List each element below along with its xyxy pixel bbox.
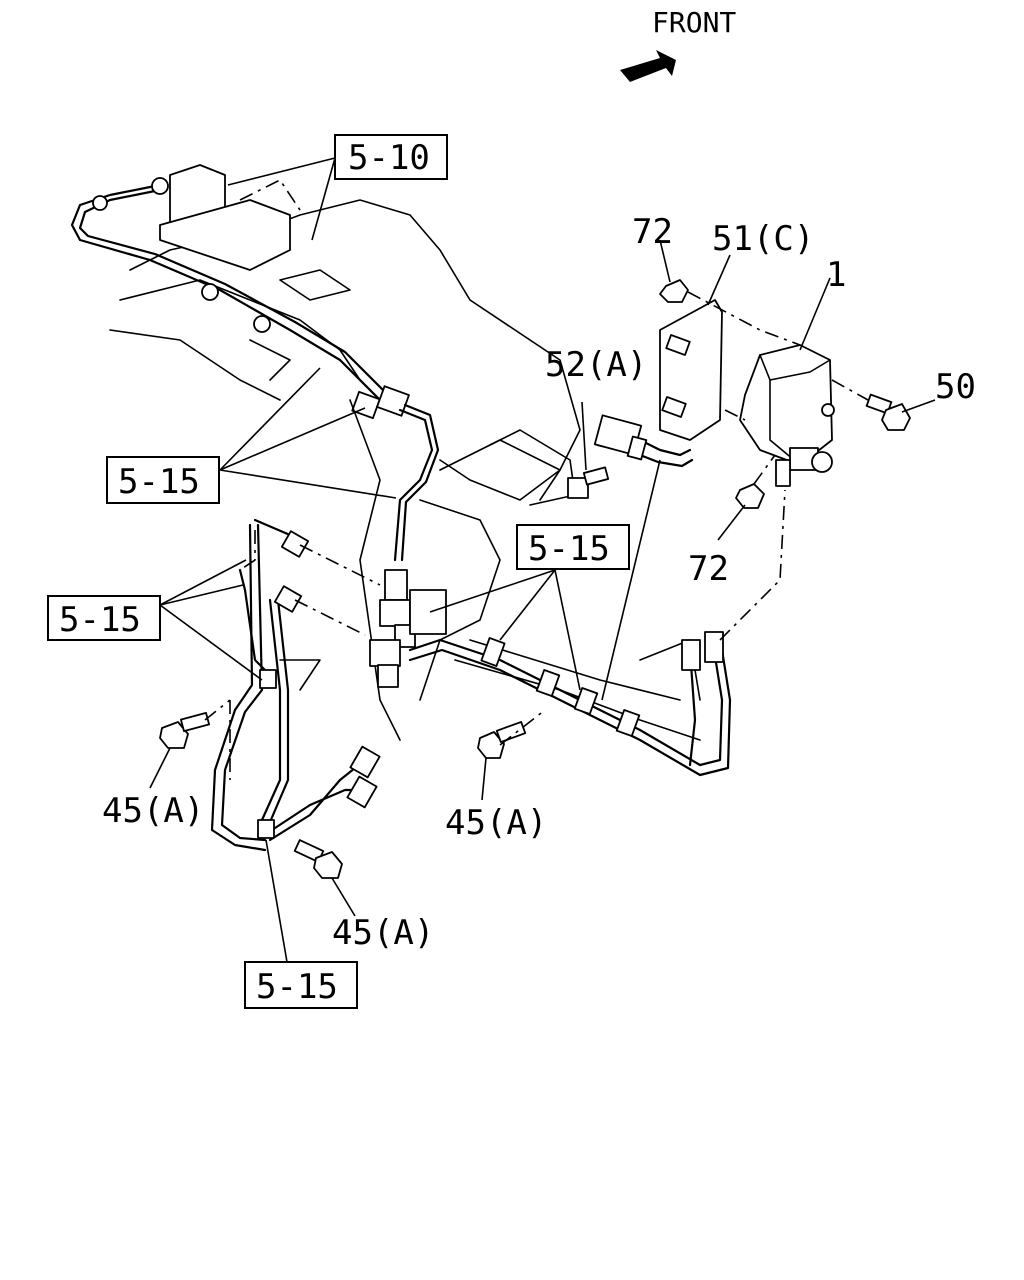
bolt-52a-icon bbox=[567, 466, 610, 499]
callout-45a-mid: 45(A) bbox=[445, 803, 547, 843]
nut-72-top-icon bbox=[659, 279, 689, 303]
front-label: FRONT bbox=[652, 6, 736, 39]
bolt-50-icon bbox=[865, 393, 911, 431]
ref-box-5-15-bottom-label: 5-15 bbox=[256, 967, 338, 1007]
bolt-45a-left-icon bbox=[159, 711, 211, 749]
ref-box-5-15-upper-left[interactable]: 5-15 bbox=[106, 456, 220, 504]
pipe-52a bbox=[593, 414, 694, 468]
callout-45a-left: 45(A) bbox=[102, 791, 204, 831]
tank-bracket bbox=[159, 164, 301, 271]
front-arrow-icon bbox=[620, 50, 676, 82]
ref-box-5-15-center[interactable]: 5-15 bbox=[516, 524, 630, 570]
callout-1: 1 bbox=[826, 255, 846, 295]
bolt-45a-mid-icon bbox=[477, 721, 527, 759]
callout-45a-bottom: 45(A) bbox=[332, 913, 434, 953]
ref-box-5-15-left-label: 5-15 bbox=[59, 600, 141, 640]
module-assembly-1 bbox=[739, 344, 835, 487]
callout-52a: 52(A) bbox=[545, 345, 647, 385]
leader-lines bbox=[149, 157, 936, 963]
bracket-51c bbox=[659, 299, 723, 441]
bolt-45a-bottom-icon bbox=[293, 839, 343, 879]
ref-box-5-10[interactable]: 5-10 bbox=[334, 134, 448, 180]
tee-fitting-center bbox=[369, 569, 447, 688]
callout-72-bottom: 72 bbox=[688, 549, 729, 589]
ref-box-5-15-center-label: 5-15 bbox=[528, 529, 610, 569]
callout-50: 50 bbox=[935, 367, 976, 407]
ref-box-5-15-bottom[interactable]: 5-15 bbox=[244, 961, 358, 1009]
brake-pipe-lower-right bbox=[408, 489, 786, 777]
brake-pipe-upper bbox=[70, 177, 387, 402]
callout-51c: 51(C) bbox=[712, 219, 814, 259]
frame-crossmember-center bbox=[349, 399, 701, 741]
nut-72-bottom-icon bbox=[735, 483, 765, 509]
ref-box-5-15-left[interactable]: 5-15 bbox=[47, 595, 161, 641]
brake-pipe-left bbox=[210, 518, 381, 852]
ref-box-5-10-label: 5-10 bbox=[348, 138, 430, 178]
upper-junction-fitting bbox=[351, 385, 440, 562]
ref-box-5-15-upper-left-label: 5-15 bbox=[118, 462, 200, 502]
callout-72-top: 72 bbox=[632, 212, 673, 252]
